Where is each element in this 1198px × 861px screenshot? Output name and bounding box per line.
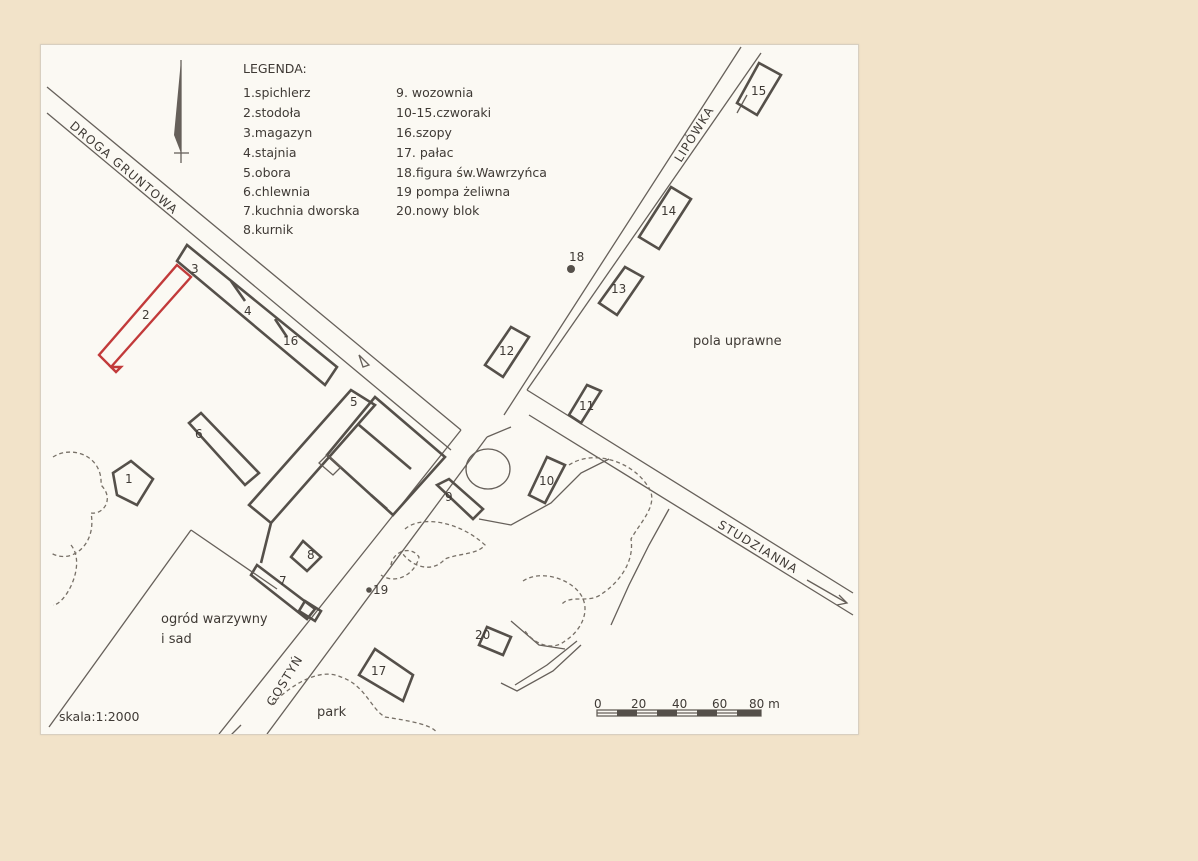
building-label: 20 [475,628,490,642]
area-label: park [317,705,347,720]
building-label: 6 [195,427,203,441]
legend-item: 2.stodoła [243,105,301,120]
building-label: 11 [579,399,594,413]
map-sheet: LEGENDA: 1.spichlerz 2.stodoła 3.magazyn… [40,44,859,735]
farm-buildings: 3 4 16 2 5 6 1 7 8 [48,243,447,728]
park-features [50,451,670,734]
legend-item: 3.magazyn [243,125,312,140]
building-label: 3 [191,262,199,276]
building-label: 14 [661,204,676,218]
legend-title: LEGENDA: [243,61,307,76]
scale-tick: 20 [631,697,646,711]
building-label: 12 [499,344,514,358]
scale-tick: 60 [712,697,727,711]
scale-bar: 0 20 40 60 80 m [594,697,780,717]
area-label: pola uprawne [693,334,782,349]
building-label: 15 [751,84,766,98]
legend-item: 4.stajnia [243,145,297,160]
legend-item: 19 pompa żeliwna [396,184,510,199]
building-label: 7 [279,574,287,588]
building-label: 16 [283,334,298,348]
area-label: ogród warzywny [161,612,268,627]
legend-item: 7.kuchnia dworska [243,203,360,218]
estate-map: LEGENDA: 1.spichlerz 2.stodoła 3.magazyn… [46,46,854,734]
road-label: STUDZIANNA [715,518,800,577]
north-arrow-icon [174,60,189,163]
legend-item: 18.figura św.Wawrzyńca [396,165,547,180]
legend: LEGENDA: 1.spichlerz 2.stodoła 3.magazyn… [243,61,547,237]
legend-item: 6.chlewnia [243,184,310,199]
legend-item: 16.szopy [396,125,453,140]
building-label: 18 [569,250,584,264]
legend-item: 10-15.czworaki [396,105,491,120]
legend-item: 17. pałac [396,145,454,160]
road-label: LIPÓWKA [671,103,717,164]
scale-text: skala:1:2000 [59,709,140,724]
scale-tick: 0 [594,697,602,711]
legend-item: 20.nowy blok [396,203,480,218]
legend-item: 1.spichlerz [243,85,311,100]
building-label: 1 [125,472,133,486]
building-label: 10 [539,474,554,488]
building-label: 13 [611,282,626,296]
legend-item: 5.obora [243,165,291,180]
legend-item: 8.kurnik [243,222,294,237]
road-droga-gruntowa: DROGA GRUNTOWA [46,86,462,451]
building-label: 8 [307,548,315,562]
building-label: 5 [350,395,358,409]
area-label: i sad [161,632,192,647]
building-label: 9 [445,490,453,504]
scale-tick: 80 m [749,697,780,711]
road-label: GOSTYŃ [263,652,306,708]
village-buildings: 15 14 18 13 12 11 10 9 17 19 20 [357,61,783,703]
building-label: 19 [373,583,388,597]
building-label: 2 [142,308,150,322]
road-label: DROGA GRUNTOWA [67,119,181,218]
building-label: 4 [244,304,252,318]
scale-tick: 40 [672,697,687,711]
legend-item: 9. wozownia [396,85,473,100]
building-label: 17 [371,664,386,678]
